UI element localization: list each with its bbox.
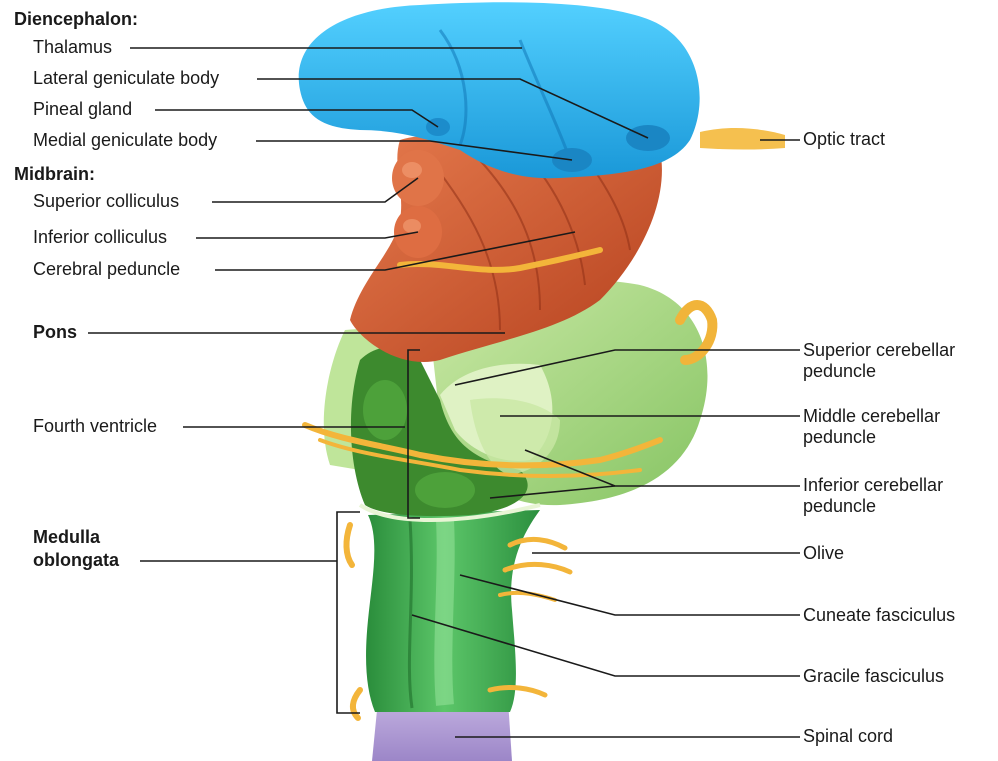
label-medulla-2: oblongata <box>33 550 119 571</box>
group-diencephalon: Diencephalon: <box>14 9 138 30</box>
label-middle-cerebellar-1: Middle cerebellar <box>803 406 940 427</box>
label-pineal-gland: Pineal gland <box>33 99 132 120</box>
label-lateral-geniculate: Lateral geniculate body <box>33 68 219 89</box>
label-medial-geniculate: Medial geniculate body <box>33 130 217 151</box>
label-optic-tract: Optic tract <box>803 129 885 150</box>
label-medulla-1: Medulla <box>33 527 100 548</box>
label-inferior-cerebellar-1: Inferior cerebellar <box>803 475 943 496</box>
ventricle-lobe-b <box>415 472 475 508</box>
label-fourth-ventricle: Fourth ventricle <box>33 416 157 437</box>
label-spinal-cord: Spinal cord <box>803 726 893 747</box>
label-cerebral-peduncle: Cerebral peduncle <box>33 259 180 280</box>
thalamus-shape <box>299 2 700 178</box>
leader-superior-colliculus <box>212 178 418 202</box>
label-superior-cerebellar-1: Superior cerebellar <box>803 340 955 361</box>
group-midbrain: Midbrain: <box>14 164 95 185</box>
label-thalamus: Thalamus <box>33 37 112 58</box>
leader-inferior-colliculus <box>196 232 418 238</box>
colliculus-highlight-b <box>403 219 421 233</box>
label-middle-cerebellar-2: peduncle <box>803 427 876 448</box>
label-pons: Pons <box>33 322 77 343</box>
ventricle-lobe-a <box>363 380 407 440</box>
medulla-highlight <box>443 520 445 705</box>
optic-tract-shape <box>700 128 785 149</box>
label-cuneate-fasciculus: Cuneate fasciculus <box>803 605 955 626</box>
label-inferior-cerebellar-2: peduncle <box>803 496 876 517</box>
colliculus-highlight-a <box>402 162 422 178</box>
label-inferior-colliculus: Inferior colliculus <box>33 227 167 248</box>
label-olive: Olive <box>803 543 844 564</box>
label-gracile-fasciculus: Gracile fasciculus <box>803 666 944 687</box>
label-superior-colliculus: Superior colliculus <box>33 191 179 212</box>
label-superior-cerebellar-2: peduncle <box>803 361 876 382</box>
